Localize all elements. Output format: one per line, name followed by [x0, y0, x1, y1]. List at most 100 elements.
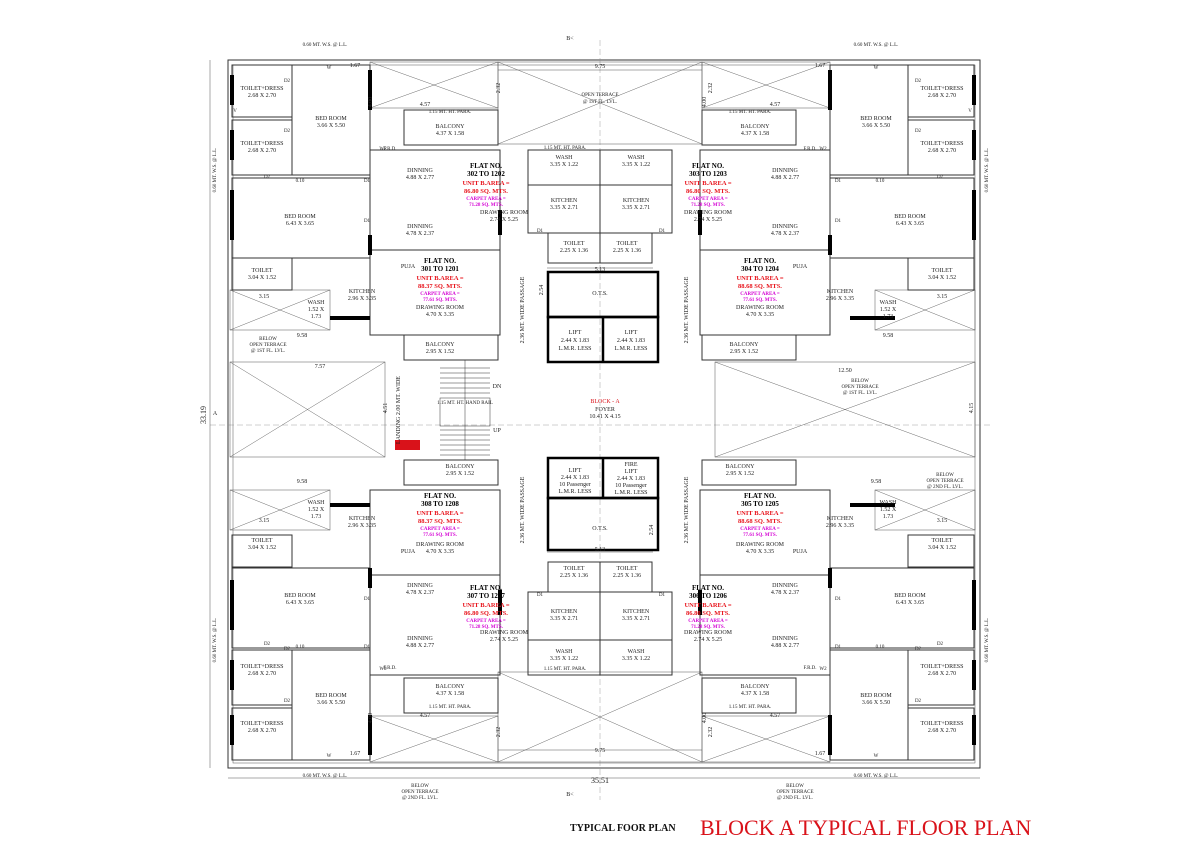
- dim-wash-gap-tl: 3.15: [259, 294, 270, 300]
- svg-text:BED ROOM: BED ROOM: [284, 214, 316, 220]
- svg-text:3.35 X 1.22: 3.35 X 1.22: [550, 162, 578, 168]
- svg-text:0.10: 0.10: [876, 645, 885, 650]
- passage-tr: 2.36 MT. WIDE PASSAGE: [684, 276, 690, 343]
- svg-text:71.28 SQ. MTS.: 71.28 SQ. MTS.: [691, 625, 726, 630]
- dim-mid-left: 7.57: [315, 364, 326, 370]
- dim-ots-bottom: 2.54: [649, 525, 655, 536]
- svg-text:W: W: [874, 754, 879, 759]
- note-below-2nd-side-1: BELOW: [936, 473, 954, 478]
- svg-text:301 TO 1201: 301 TO 1201: [421, 265, 459, 273]
- svg-text:3.04 X 1.52: 3.04 X 1.52: [248, 275, 276, 281]
- svg-text:86.80 SQ. MTS.: 86.80 SQ. MTS.: [686, 610, 730, 617]
- block-name: BLOCK - A: [590, 399, 620, 405]
- note-frd-br: F.R.D.: [803, 666, 816, 671]
- lift-b-3: L.M.R. LESS: [614, 346, 647, 352]
- svg-text:KITCHEN: KITCHEN: [827, 289, 854, 295]
- svg-text:2.96 X 3.35: 2.96 X 3.35: [826, 523, 854, 529]
- dim-wash-gap-br: 3.15: [937, 518, 948, 524]
- note-below-right-3: @ 1ST FL. LVL.: [843, 391, 877, 396]
- svg-text:BALCONY: BALCONY: [725, 464, 755, 470]
- svg-text:2.25 X 1.36: 2.25 X 1.36: [560, 573, 588, 579]
- svg-text:BED ROOM: BED ROOM: [284, 593, 316, 599]
- fire-lift-5: L.M.R. LESS: [614, 490, 647, 496]
- svg-text:UNIT B.AREA =: UNIT B.AREA =: [416, 510, 463, 517]
- stair-up: UP: [493, 428, 501, 434]
- dim-bay-h-tr: 4.00: [702, 97, 708, 108]
- note-below-left-1: BELOW: [259, 337, 277, 342]
- svg-text:FLAT NO.: FLAT NO.: [470, 584, 502, 592]
- svg-text:4.70 X 3.35: 4.70 X 3.35: [426, 312, 454, 318]
- svg-text:3.66 X 5.50: 3.66 X 5.50: [862, 123, 890, 129]
- svg-text:BALCONY: BALCONY: [729, 342, 759, 348]
- svg-text:2.74 X 5.25: 2.74 X 5.25: [490, 637, 518, 643]
- svg-text:CARPET AREA =: CARPET AREA =: [466, 197, 506, 202]
- svg-text:D1: D1: [659, 229, 666, 234]
- svg-text:D2: D2: [915, 699, 922, 704]
- fire-lift-1: FIRE: [624, 462, 637, 468]
- caption-small: TYPICAL FOOR PLAN: [570, 823, 676, 834]
- svg-text:2.74 X 5.25: 2.74 X 5.25: [490, 217, 518, 223]
- svg-text:TOILET: TOILET: [617, 566, 638, 572]
- room-walls: [231, 64, 975, 761]
- flat-label-307: FLAT NO. 307 TO 1207 UNIT B.AREA = 86.80…: [462, 584, 509, 630]
- svg-text:TOILET+DRESS: TOILET+DRESS: [241, 664, 284, 670]
- note-below-left-2: OPEN TERRACE: [250, 343, 287, 348]
- note-below-2nd-right-1: BELOW: [786, 784, 804, 789]
- note-ws-side-tl: 0.60 MT. W.S. @ L.L.: [213, 148, 218, 193]
- svg-text:WASH: WASH: [627, 155, 645, 161]
- svg-text:WASH: WASH: [555, 649, 573, 655]
- lift-a-3: L.M.R. LESS: [558, 346, 591, 352]
- core: [395, 270, 660, 552]
- svg-text:4.37 X 1.58: 4.37 X 1.58: [741, 131, 769, 137]
- svg-text:KITCHEN: KITCHEN: [623, 198, 650, 204]
- svg-text:6.43 X 3.65: 6.43 X 3.65: [286, 221, 314, 227]
- svg-text:BED ROOM: BED ROOM: [860, 693, 892, 699]
- svg-text:KITCHEN: KITCHEN: [551, 198, 578, 204]
- lift-c-3: 10 Passenger: [559, 482, 591, 488]
- ots-top: O.T.S.: [592, 291, 608, 297]
- svg-text:D2: D2: [284, 647, 291, 652]
- svg-text:4.78 X 2.37: 4.78 X 2.37: [771, 231, 799, 237]
- note-ws-top-right: 0.60 MT. W.S. @ L.L.: [854, 43, 899, 48]
- svg-text:DINNING: DINNING: [772, 224, 798, 230]
- dim-ots-top: 2.54: [539, 285, 545, 296]
- svg-text:DRAWING ROOM: DRAWING ROOM: [480, 630, 529, 636]
- note-frd-bl: F.R.D.: [383, 666, 396, 671]
- svg-text:BALCONY: BALCONY: [740, 124, 770, 130]
- svg-text:2.74 X 5.25: 2.74 X 5.25: [694, 637, 722, 643]
- svg-text:D1: D1: [537, 593, 544, 598]
- svg-text:1.52 X: 1.52 X: [880, 507, 897, 513]
- note-para-br: 1.15 MT. HT. PARA.: [729, 705, 772, 710]
- svg-text:TOILET+DRESS: TOILET+DRESS: [241, 86, 284, 92]
- svg-text:3.04 X 1.52: 3.04 X 1.52: [928, 275, 956, 281]
- svg-text:D1: D1: [537, 229, 544, 234]
- svg-text:4.70 X 3.35: 4.70 X 3.35: [746, 312, 774, 318]
- dim-wing-tr: 9.58: [883, 333, 894, 339]
- svg-text:2.68 X 2.70: 2.68 X 2.70: [928, 671, 956, 677]
- svg-text:D2: D2: [284, 699, 291, 704]
- svg-text:D1: D1: [364, 179, 371, 184]
- note-para-tl: 1.15 MT. HT. PARA.: [429, 110, 472, 115]
- stair-dn: DN: [493, 384, 502, 390]
- note-para-core-tl: 1.15 MT. HT. PARA.: [544, 146, 587, 151]
- svg-text:W: W: [327, 754, 332, 759]
- svg-text:FLAT NO.: FLAT NO.: [470, 162, 502, 170]
- dim-side-bl: 2.32: [496, 727, 502, 738]
- svg-text:D2: D2: [937, 175, 944, 180]
- note-below-2nd-right-2: OPEN TERRACE: [777, 790, 814, 795]
- svg-text:V: V: [968, 109, 972, 114]
- note-below-right-2: OPEN TERRACE: [842, 385, 879, 390]
- svg-text:BED ROOM: BED ROOM: [315, 116, 347, 122]
- svg-text:D2: D2: [915, 79, 922, 84]
- svg-text:TOILET+DRESS: TOILET+DRESS: [921, 721, 964, 727]
- svg-text:CARPET AREA =: CARPET AREA =: [740, 292, 780, 297]
- svg-text:FLAT NO.: FLAT NO.: [744, 492, 776, 500]
- svg-text:2.96 X 3.35: 2.96 X 3.35: [826, 296, 854, 302]
- svg-text:FLAT NO.: FLAT NO.: [744, 257, 776, 265]
- svg-text:86.80 SQ. MTS.: 86.80 SQ. MTS.: [464, 188, 508, 195]
- svg-text:BALCONY: BALCONY: [435, 124, 465, 130]
- svg-text:77.61 SQ. MTS.: 77.61 SQ. MTS.: [743, 533, 778, 538]
- svg-text:302 TO 1202: 302 TO 1202: [467, 170, 505, 178]
- flat-label-304: FLAT NO. 304 TO 1204 UNIT B.AREA = 88.68…: [736, 257, 783, 303]
- dim-top-width: 9.75: [595, 64, 606, 70]
